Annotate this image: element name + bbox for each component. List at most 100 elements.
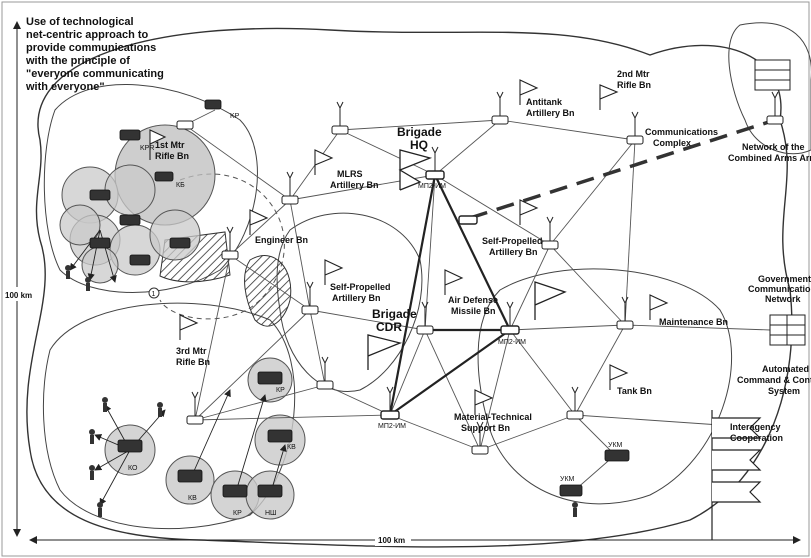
marker-1-label: 1 bbox=[152, 291, 156, 298]
label-1st-mtr-1: 1st Mtr bbox=[155, 140, 185, 150]
node-sp-left bbox=[301, 281, 319, 315]
label-sp-right-1: Self-Propelled bbox=[482, 236, 543, 246]
svg-text:with the principle of: with the principle of bbox=[25, 55, 130, 67]
code-kr: КР bbox=[233, 510, 242, 517]
svg-text:provide communications: provide communications bbox=[26, 42, 156, 54]
label-interagency-1: Interagency bbox=[730, 422, 781, 432]
svg-text:with everyone": with everyone" bbox=[25, 81, 105, 93]
code-kr-right: КР bbox=[276, 387, 285, 394]
code-nsh: НШ bbox=[265, 510, 276, 517]
label-material-1: Material-Technical bbox=[454, 412, 532, 422]
code-ukm-1: УКМ bbox=[608, 442, 623, 449]
vehicle-icons bbox=[89, 99, 630, 498]
label-comms-1: Communications bbox=[645, 127, 718, 137]
label-sp-left-2: Artillery Bn bbox=[332, 293, 381, 303]
label-3rd-mtr-1: 3rd Mtr bbox=[176, 346, 207, 356]
combined-arms-area bbox=[728, 22, 811, 155]
code-ko: КО bbox=[128, 465, 138, 472]
label-sp-right-2: Artillery Bn bbox=[489, 247, 538, 257]
soldier-icons bbox=[65, 265, 578, 517]
node-1st-mtr bbox=[176, 120, 194, 130]
node-sp-right bbox=[541, 216, 559, 250]
label-tank: Tank Bn bbox=[617, 386, 652, 396]
node-material bbox=[471, 421, 489, 455]
label-2nd-mtr-1: 2nd Mtr bbox=[617, 69, 650, 79]
label-2nd-mtr-2: Rifle Bn bbox=[617, 80, 651, 90]
node-brigade-cdr bbox=[380, 386, 400, 420]
combined-arms-building-icon bbox=[754, 59, 791, 91]
vehicle-code-labels: KP KPR КБ КО КВ КР НШ КВ КР УКМ УКМ bbox=[128, 113, 623, 517]
label-comms-2: Complex bbox=[653, 138, 691, 148]
svg-text:net-centric approach to: net-centric approach to bbox=[26, 29, 149, 41]
label-automated-3: System bbox=[768, 386, 800, 396]
operational-area-boundary bbox=[26, 27, 793, 548]
label-brigade-hq-node: МП2-ИМ bbox=[418, 183, 446, 190]
code-kv-bottom: КВ bbox=[188, 495, 197, 502]
label-government-1: Government bbox=[758, 274, 811, 284]
node-ad-small bbox=[458, 215, 478, 225]
label-3rd-mtr-2: Rifle Bn bbox=[176, 357, 210, 367]
scale-vertical-label: 100 km bbox=[5, 291, 32, 300]
label-brigade-cdr-1: Brigade bbox=[372, 307, 417, 321]
sector-right bbox=[477, 268, 733, 505]
label-interagency-2: Cooperation bbox=[730, 433, 783, 443]
node-tank bbox=[566, 386, 584, 420]
label-1st-mtr-2: Rifle Bn bbox=[155, 151, 189, 161]
unit-labels: 1st Mtr Rifle Bn 2nd Mtr Rifle Bn Antita… bbox=[155, 69, 811, 443]
label-mlrs-2: Artillery Bn bbox=[330, 180, 379, 190]
code-kv: КВ bbox=[287, 444, 296, 451]
marker-1 bbox=[148, 287, 160, 299]
label-automated-1: Automated bbox=[762, 364, 809, 374]
node-engineer bbox=[221, 226, 239, 260]
label-material-2: Support Bn bbox=[461, 423, 510, 433]
label-sp-left-1: Self-Propelled bbox=[330, 282, 391, 292]
label-air-defense-2: Missile Bn bbox=[451, 306, 496, 316]
interagency-icon bbox=[711, 410, 762, 540]
flag-icons bbox=[149, 79, 669, 415]
node-antitank bbox=[491, 91, 509, 125]
node-central bbox=[500, 301, 520, 335]
label-maintenance: Maintenance Bn bbox=[659, 317, 728, 327]
label-central-node: МП2-ИМ bbox=[498, 339, 526, 346]
node-brigade-hq bbox=[425, 146, 445, 180]
label-brigade-hq-2: HQ bbox=[410, 138, 428, 152]
label-combined-1: Network of the bbox=[742, 142, 805, 152]
node-comms bbox=[626, 111, 644, 145]
dashed-arc bbox=[159, 173, 285, 320]
svg-text:Use of technological: Use of technological bbox=[26, 16, 134, 28]
label-government-2: Communications bbox=[748, 284, 811, 294]
label-air-defense-1: Air Defense bbox=[448, 295, 498, 305]
svg-text:"everyone communicating: "everyone communicating bbox=[26, 68, 164, 80]
node-bottom-left bbox=[316, 356, 334, 390]
code-kp-top: KP bbox=[230, 113, 240, 120]
node-combined-arms bbox=[766, 91, 784, 125]
code-ukm-2: УКМ bbox=[560, 476, 575, 483]
label-automated-2: Command & Control bbox=[737, 375, 811, 385]
brigade-links bbox=[388, 174, 511, 416]
government-network-icon bbox=[769, 314, 806, 346]
node-mlrs-left bbox=[281, 171, 299, 205]
label-combined-2: Combined Arms Army bbox=[728, 153, 811, 163]
scale-horizontal-label: 100 km bbox=[378, 536, 405, 545]
node-air-defense bbox=[416, 301, 434, 335]
label-mlrs-1: MLRS bbox=[337, 169, 363, 179]
link-combined-arms bbox=[469, 118, 776, 220]
big-flags bbox=[367, 149, 567, 370]
label-brigade-cdr-node: МП2-ИМ bbox=[378, 423, 406, 430]
code-ks: КБ bbox=[176, 182, 185, 189]
node-maintenance bbox=[616, 296, 634, 330]
network-links bbox=[184, 109, 771, 491]
node-mlrs bbox=[331, 101, 349, 135]
label-brigade-hq-1: Brigade bbox=[397, 125, 442, 139]
label-engineer: Engineer Bn bbox=[255, 235, 308, 245]
label-antitank-1: Antitank bbox=[526, 97, 563, 107]
node-3rd-mtr bbox=[186, 391, 204, 425]
intro-text: Use of technological net-centric approac… bbox=[25, 16, 164, 93]
hatched-zone-1 bbox=[244, 255, 292, 327]
label-antitank-2: Artillery Bn bbox=[526, 108, 575, 118]
code-kpr: KPR bbox=[140, 145, 154, 152]
label-brigade-cdr-2: CDR bbox=[376, 320, 402, 334]
